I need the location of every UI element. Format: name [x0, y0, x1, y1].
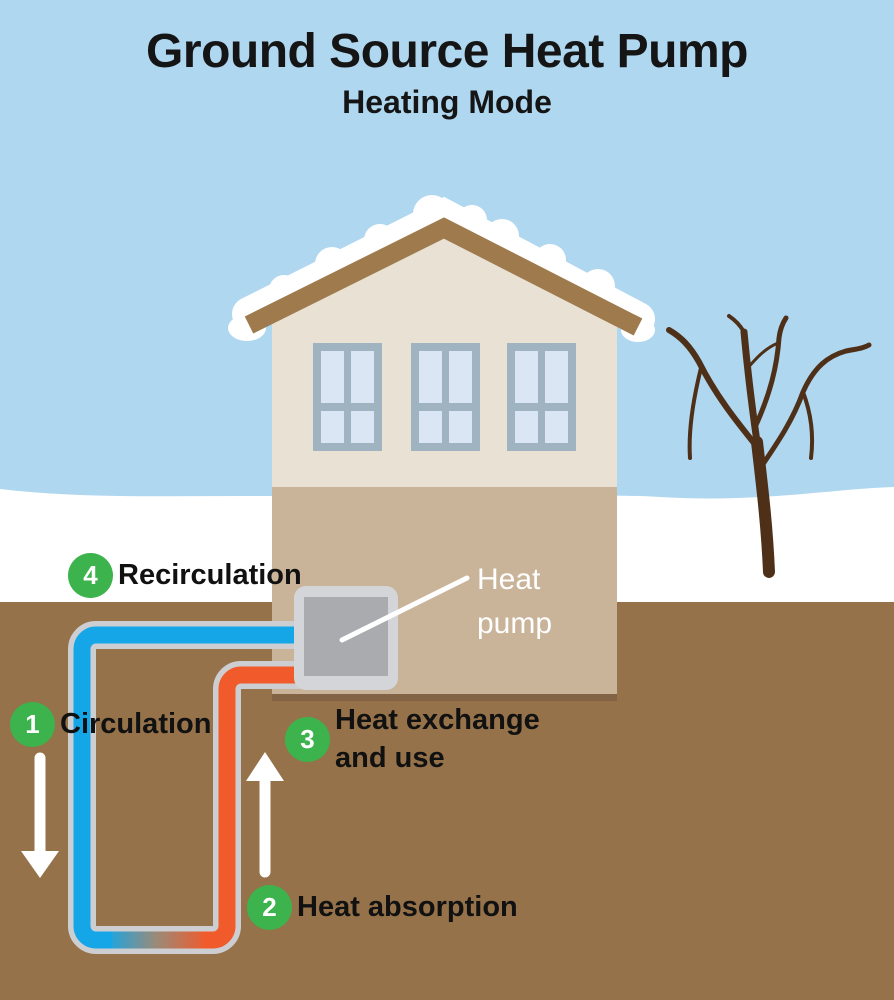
step-label: Circulation: [60, 707, 212, 740]
step-2-heat-absorption: 2 Heat absorption: [247, 883, 518, 931]
window: [411, 343, 480, 451]
bare-tree: [666, 314, 872, 578]
house-windows: [313, 343, 576, 451]
step-badge: 1: [10, 701, 55, 747]
ground-loop-pipes: [68, 621, 300, 954]
flow-down-arrow-icon: [21, 752, 59, 878]
step-label: Heat absorption: [297, 890, 518, 923]
warm-pipe: [203, 666, 300, 949]
roof-trim: [244, 217, 643, 336]
window: [507, 343, 576, 451]
basement-shadow-line: [272, 694, 617, 701]
step-badge: 3: [285, 716, 330, 762]
step-label-line2: and use: [335, 742, 445, 774]
cold-pipe: [73, 626, 300, 949]
diagram-title: Ground Source Heat Pump: [146, 25, 748, 78]
heat-pump-label: Heat pump: [477, 558, 552, 646]
step-label: Recirculation: [118, 558, 302, 591]
heat-pump-pointer-line: [339, 575, 470, 643]
step-badge: 4: [68, 552, 113, 598]
step-1-circulation: 1 Circulation: [10, 701, 212, 747]
window: [313, 343, 382, 451]
step-label-line1: Heat exchange: [335, 704, 540, 736]
flow-up-arrow-icon: [246, 752, 284, 878]
flow-arrows: [21, 752, 284, 878]
heat-pump-label-line1: Heat: [477, 563, 541, 596]
step-3-heat-exchange: 3 Heat exchange and use: [285, 701, 540, 777]
heat-pump-label-line2: pump: [477, 607, 553, 640]
step-4-recirculation: 4 Recirculation: [68, 552, 302, 598]
step-badge: 2: [247, 884, 292, 930]
step-label: Heat exchange and use: [335, 701, 540, 777]
diagram-subtitle: Heating Mode: [342, 84, 552, 120]
